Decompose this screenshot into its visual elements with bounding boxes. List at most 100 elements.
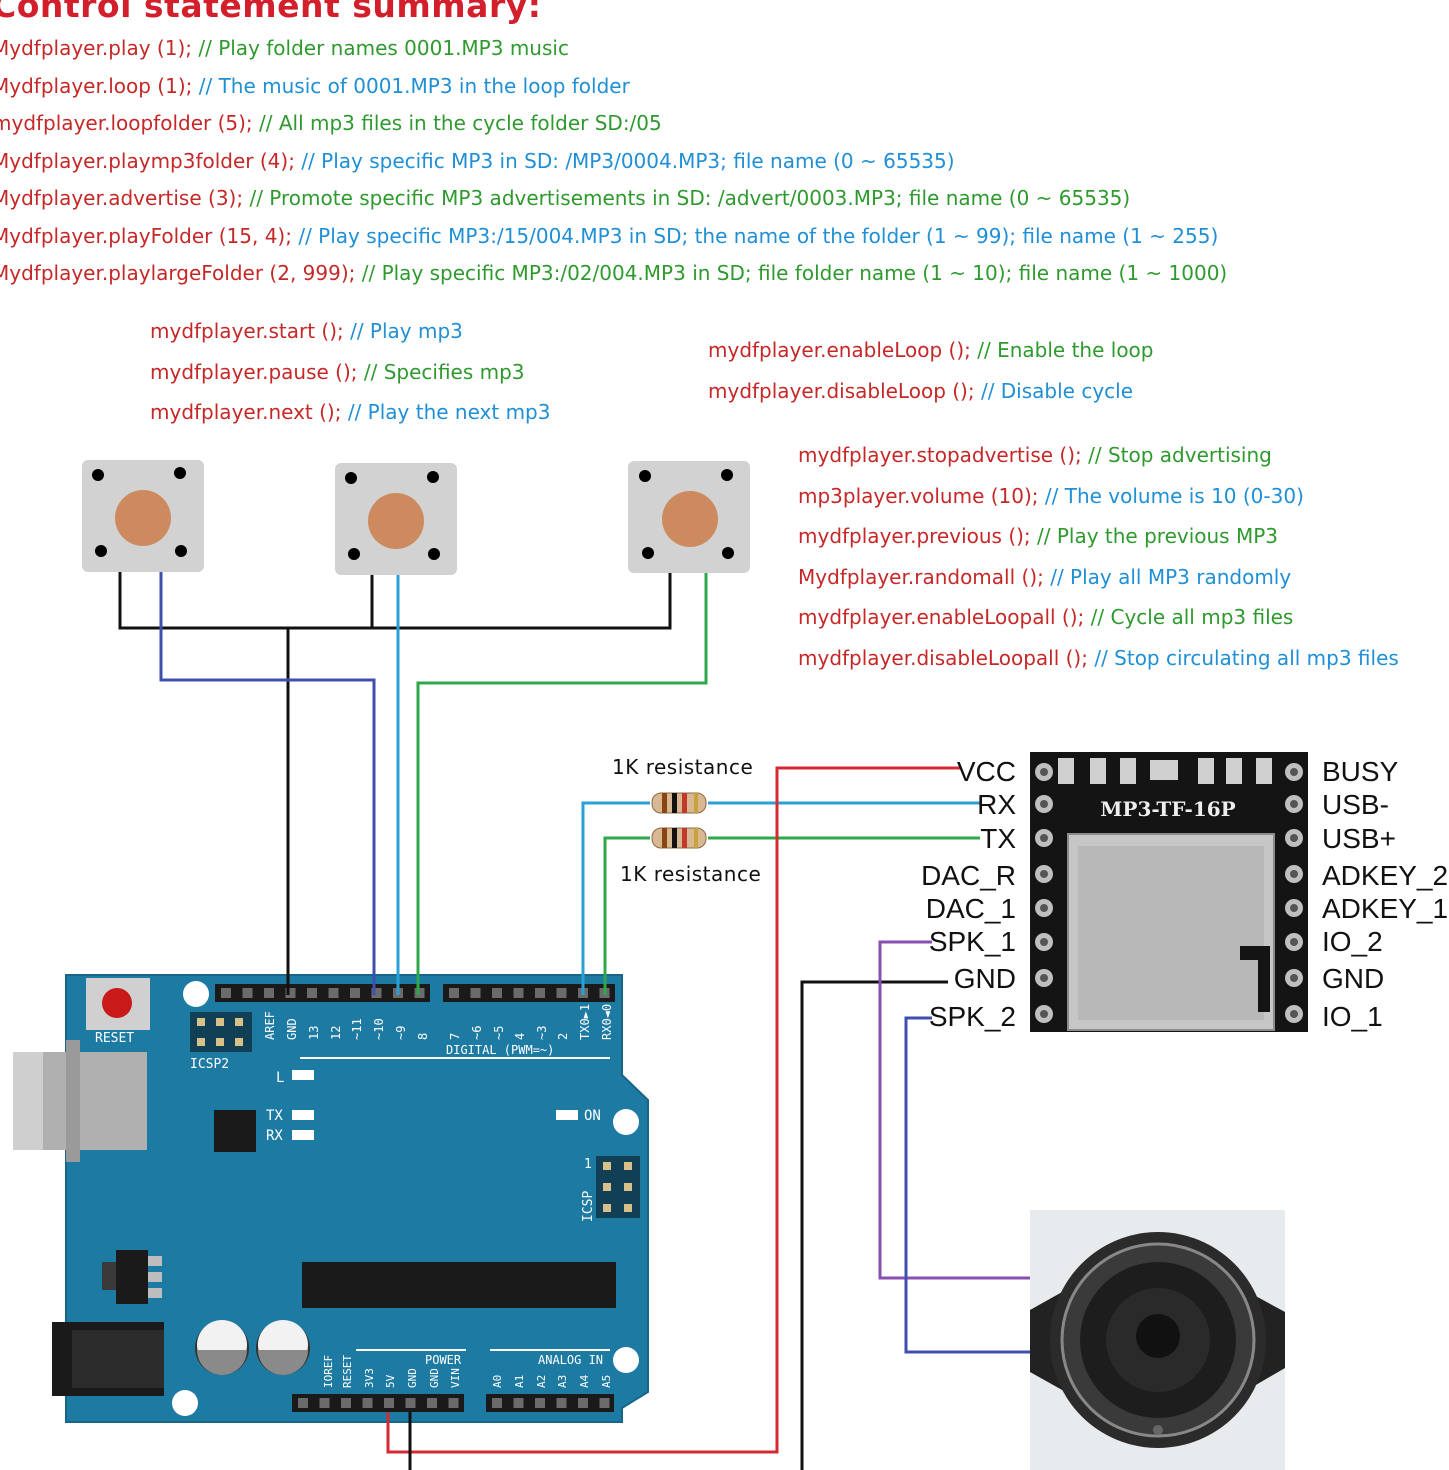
mp3-module: MP3-TF-16P [1030, 752, 1308, 1032]
digital-pin-label: 12 [329, 1026, 343, 1040]
power-pin-label: RESET [341, 1355, 354, 1388]
module-pin-usb-: USB+ [1322, 823, 1396, 854]
digital-pin-label: RX0◄0 [600, 1004, 614, 1040]
function-call: mydfplayer.pause (); [150, 359, 358, 384]
code-comment: // Play specific MP3 in SD: /MP3/0004.MP… [294, 148, 955, 173]
digital-pin-label: ~5 [492, 1026, 506, 1040]
code-comment: // Disable cycle [974, 378, 1134, 403]
icsp-label: ICSP [581, 1191, 596, 1222]
summary-line: Mydfplayer.advertise (3); // Promote spe… [0, 186, 1130, 210]
digital-pin-label: TX0►1 [578, 1004, 592, 1040]
power-pin-label: A1 [513, 1375, 526, 1388]
icsp-header [596, 1156, 640, 1218]
mount-hole [183, 981, 209, 1007]
code-comment: // The volume is 10 (0-30) [1038, 483, 1304, 508]
power-pin-label: A4 [578, 1374, 591, 1388]
power-pin-label: GND [406, 1368, 419, 1388]
module-pin-rx: RX [977, 789, 1016, 820]
on-led [556, 1110, 578, 1120]
code-comment: // Play all MP3 randomly [1043, 564, 1292, 589]
module-pin-adkey-2: ADKEY_2 [1322, 860, 1449, 891]
misc-command-line: mydfplayer.stopadvertise (); // Stop adv… [798, 443, 1272, 467]
digital-label: DIGITAL (PWM=~) [446, 1043, 554, 1057]
power-pin-label: A2 [535, 1375, 548, 1388]
code-comment: // Cycle all mp3 files [1084, 605, 1294, 629]
power-pin-label: A0 [491, 1375, 504, 1388]
push-button-3 [628, 461, 750, 573]
button-command-line: mydfplayer.pause (); // Specifies mp3 [150, 360, 525, 384]
digital-pin-label: ~10 [372, 1018, 386, 1040]
module-pin-dac-r: DAC_R [921, 860, 1016, 891]
module-pin-spk-2: SPK_2 [928, 1001, 1016, 1032]
summary-line: Mydfplayer.playlargeFolder (2, 999); // … [0, 261, 1227, 285]
icsp2-label: ICSP2 [190, 1057, 229, 1072]
voltage-regulator [116, 1250, 148, 1304]
module-pin-gnd: GND [1322, 963, 1385, 994]
l-label: L [276, 1070, 284, 1086]
function-call: mydfplayer.next (); [150, 400, 342, 424]
button-wires [118, 572, 708, 995]
code-comment: // Play the next mp3 [341, 400, 551, 424]
function-call: Mydfplayer.play (1); [0, 36, 192, 60]
module-pin-adkey-1: ADKEY_1 [1322, 893, 1449, 924]
digital-pin-label: AREF [263, 1011, 277, 1040]
function-call: mydfplayer.disableLoop (); [708, 378, 975, 403]
code-comment: // Play specific MP3:/15/004.MP3 in SD; … [291, 223, 1219, 248]
digital-pin-label: ~11 [350, 1018, 364, 1040]
code-comment: // Promote specific MP3 advertisements i… [243, 186, 1131, 210]
code-comment: // Play folder names 0001.MP3 music [192, 36, 569, 60]
resistor-1-label: 1K resistance [612, 755, 754, 779]
code-comment: // Stop circulating all mp3 files [1087, 645, 1399, 670]
code-comment: // Stop advertising [1081, 443, 1272, 467]
resistor-2 [651, 827, 707, 849]
code-comment: // Play mp3 [343, 319, 463, 343]
on-label: ON [584, 1108, 601, 1124]
code-comment: // All mp3 files in the cycle folder SD:… [252, 111, 662, 135]
capacitor [195, 1320, 249, 1375]
module-pin-tx: TX [980, 823, 1016, 854]
capacitor [256, 1320, 310, 1375]
digital-pin-label: 2 [556, 1033, 570, 1040]
summary-line: mydfplayer.loopfolder (5); // All mp3 fi… [0, 111, 662, 135]
arduino-board [13, 974, 649, 1423]
digital-pin-label: 4 [513, 1033, 527, 1040]
mount-hole [613, 1109, 639, 1135]
power-label: POWER [425, 1353, 462, 1367]
mount-hole [172, 1390, 198, 1416]
power-pin-label: 3V3 [363, 1368, 376, 1388]
rx-label: RX [266, 1128, 283, 1144]
module-wires [386, 766, 1036, 1470]
function-call: mydfplayer.stopadvertise (); [798, 443, 1082, 467]
function-call: Mydfplayer.randomall (); [798, 564, 1044, 589]
summary-line: Mydfplayer.playFolder (15, 4); // Play s… [0, 224, 1218, 248]
code-comment: // The music of 0001.MP3 in the loop fol… [192, 73, 630, 98]
rx-led [292, 1130, 314, 1140]
code-comment: // Specifies mp3 [357, 359, 525, 384]
function-call: mydfplayer.start (); [150, 319, 344, 343]
module-pin-gnd: GND [953, 963, 1016, 994]
function-call: mydfplayer.previous (); [798, 524, 1031, 548]
digital-pin-label: 8 [416, 1033, 430, 1040]
misc-command-line: Mydfplayer.randomall (); // Play all MP3… [798, 565, 1291, 589]
module-pin-busy: BUSY [1322, 756, 1399, 787]
resistor-2-label: 1K resistance [620, 862, 762, 886]
code-comment: // Enable the loop [970, 338, 1154, 362]
speaker [1030, 1210, 1285, 1470]
module-pin-dac-1: DAC_1 [925, 893, 1016, 924]
misc-command-line: mp3player.volume (10); // The volume is … [798, 484, 1304, 508]
power-pin-label: IOREF [322, 1355, 335, 1388]
digital-pin-label: ~9 [394, 1026, 408, 1040]
function-call: Mydfplayer.playFolder (15, 4); [0, 223, 292, 248]
misc-command-line: mydfplayer.enableLoopall (); // Cycle al… [798, 605, 1293, 629]
digital-pin-label: 13 [307, 1026, 321, 1040]
summary-line: Mydfplayer.loop (1); // The music of 000… [0, 74, 630, 98]
function-call: mydfplayer.disableLoopall (); [798, 645, 1088, 670]
mount-hole [613, 1347, 639, 1373]
code-comment: // Play specific MP3:/02/004.MP3 in SD; … [355, 261, 1228, 285]
usb-chip [214, 1110, 256, 1152]
button-command-line: mydfplayer.start (); // Play mp3 [150, 319, 463, 343]
analog-label: ANALOG IN [538, 1353, 603, 1367]
push-button-1 [82, 460, 204, 572]
reset-label: RESET [95, 1031, 134, 1046]
